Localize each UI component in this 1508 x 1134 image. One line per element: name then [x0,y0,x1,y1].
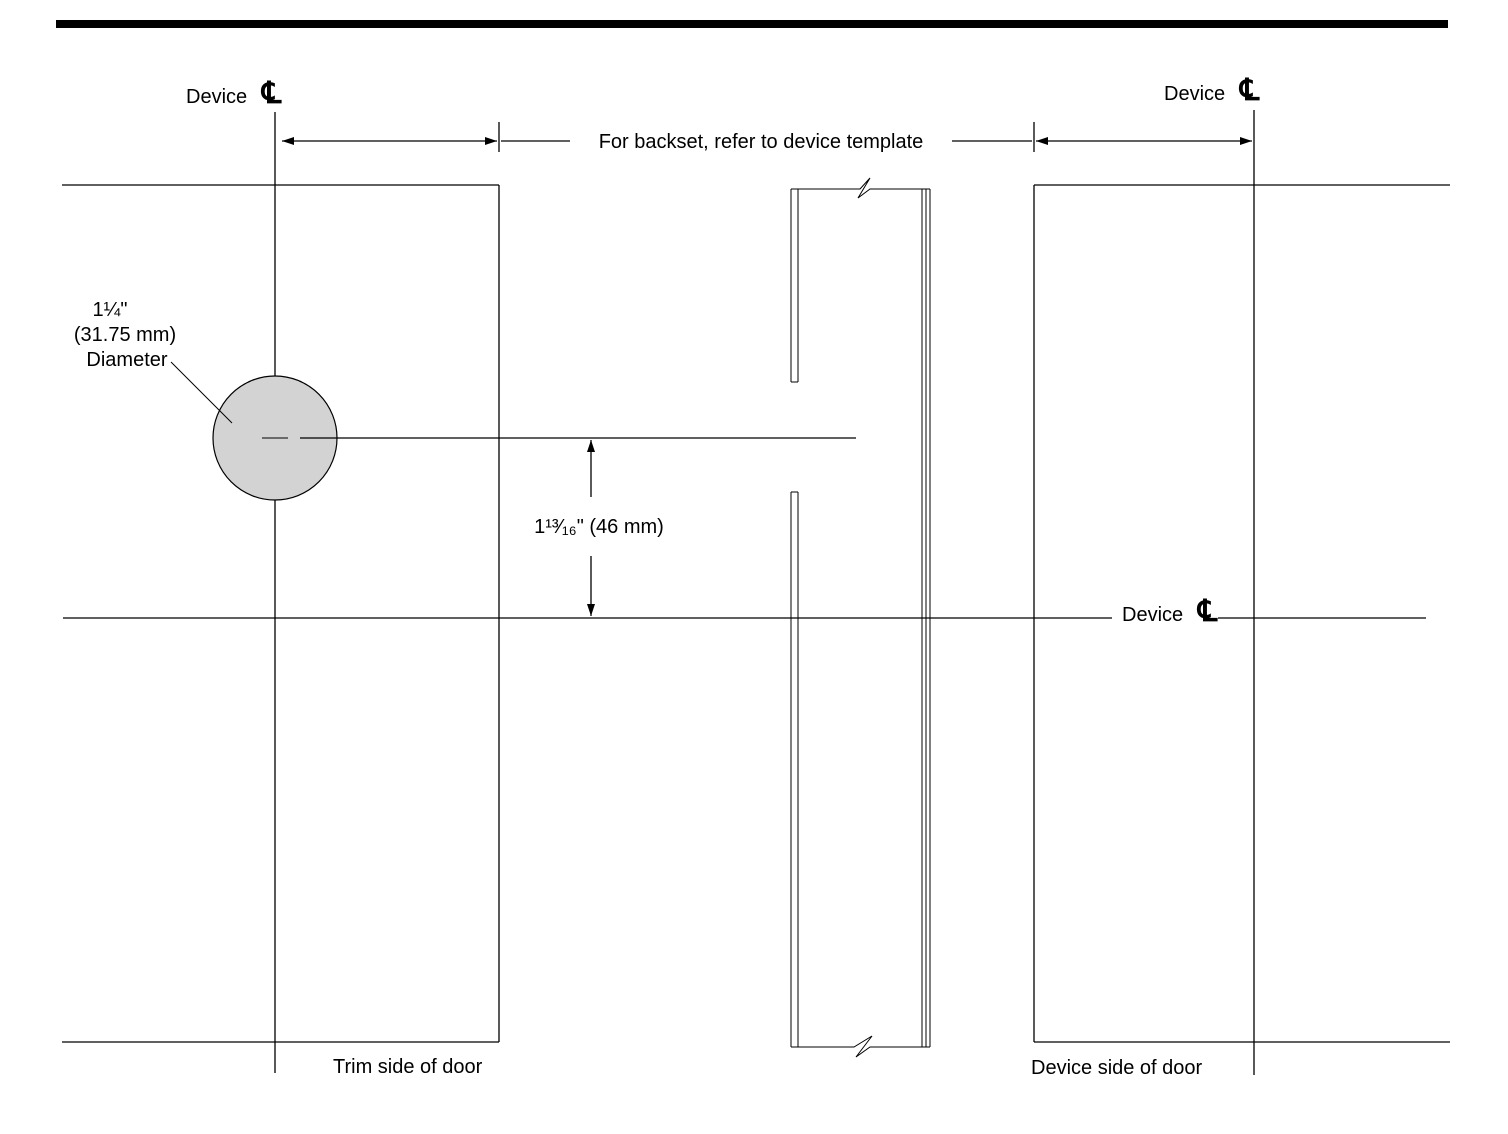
door-edge-section [790,177,931,1058]
backset-dimension: For backset, refer to device template [282,122,1252,153]
horizontal-device-centerline: Device ℄ [63,595,1426,628]
trim-side-label: Trim side of door [333,1056,483,1078]
centerline-symbol-icon: ℄ [1196,595,1218,628]
hole-size-inch: 1¼" [93,299,128,321]
offset-dimension: 1¹³⁄₁₆" (46 mm) [534,440,664,616]
hole-marker [170,361,856,501]
centerline-symbol-icon: ℄ [260,77,282,110]
centerline-symbol-icon: ℄ [1238,74,1260,107]
trim-side-panel [62,184,500,1043]
hole-leader-line [170,361,233,424]
hole-size-mm: (31.75 mm) [74,324,176,346]
device-centerline-text: Device [1164,83,1225,105]
device-centerline-text: Device [186,86,247,108]
hole-size-word: Diameter [86,349,167,371]
device-centerline-label-top-right: Device ℄ [1164,74,1260,107]
backset-note: For backset, refer to device template [599,131,924,153]
header-rule [56,20,1448,28]
device-side-panel [1033,184,1450,1043]
device-side-label: Device side of door [1031,1057,1203,1079]
device-centerline-text: Device [1122,604,1183,626]
offset-dimension-label: 1¹³⁄₁₆" (46 mm) [534,516,664,538]
hole-size-label: 1¼" (31.75 mm) Diameter [74,299,176,371]
device-centerline-label-top-left: Device ℄ [186,77,282,110]
